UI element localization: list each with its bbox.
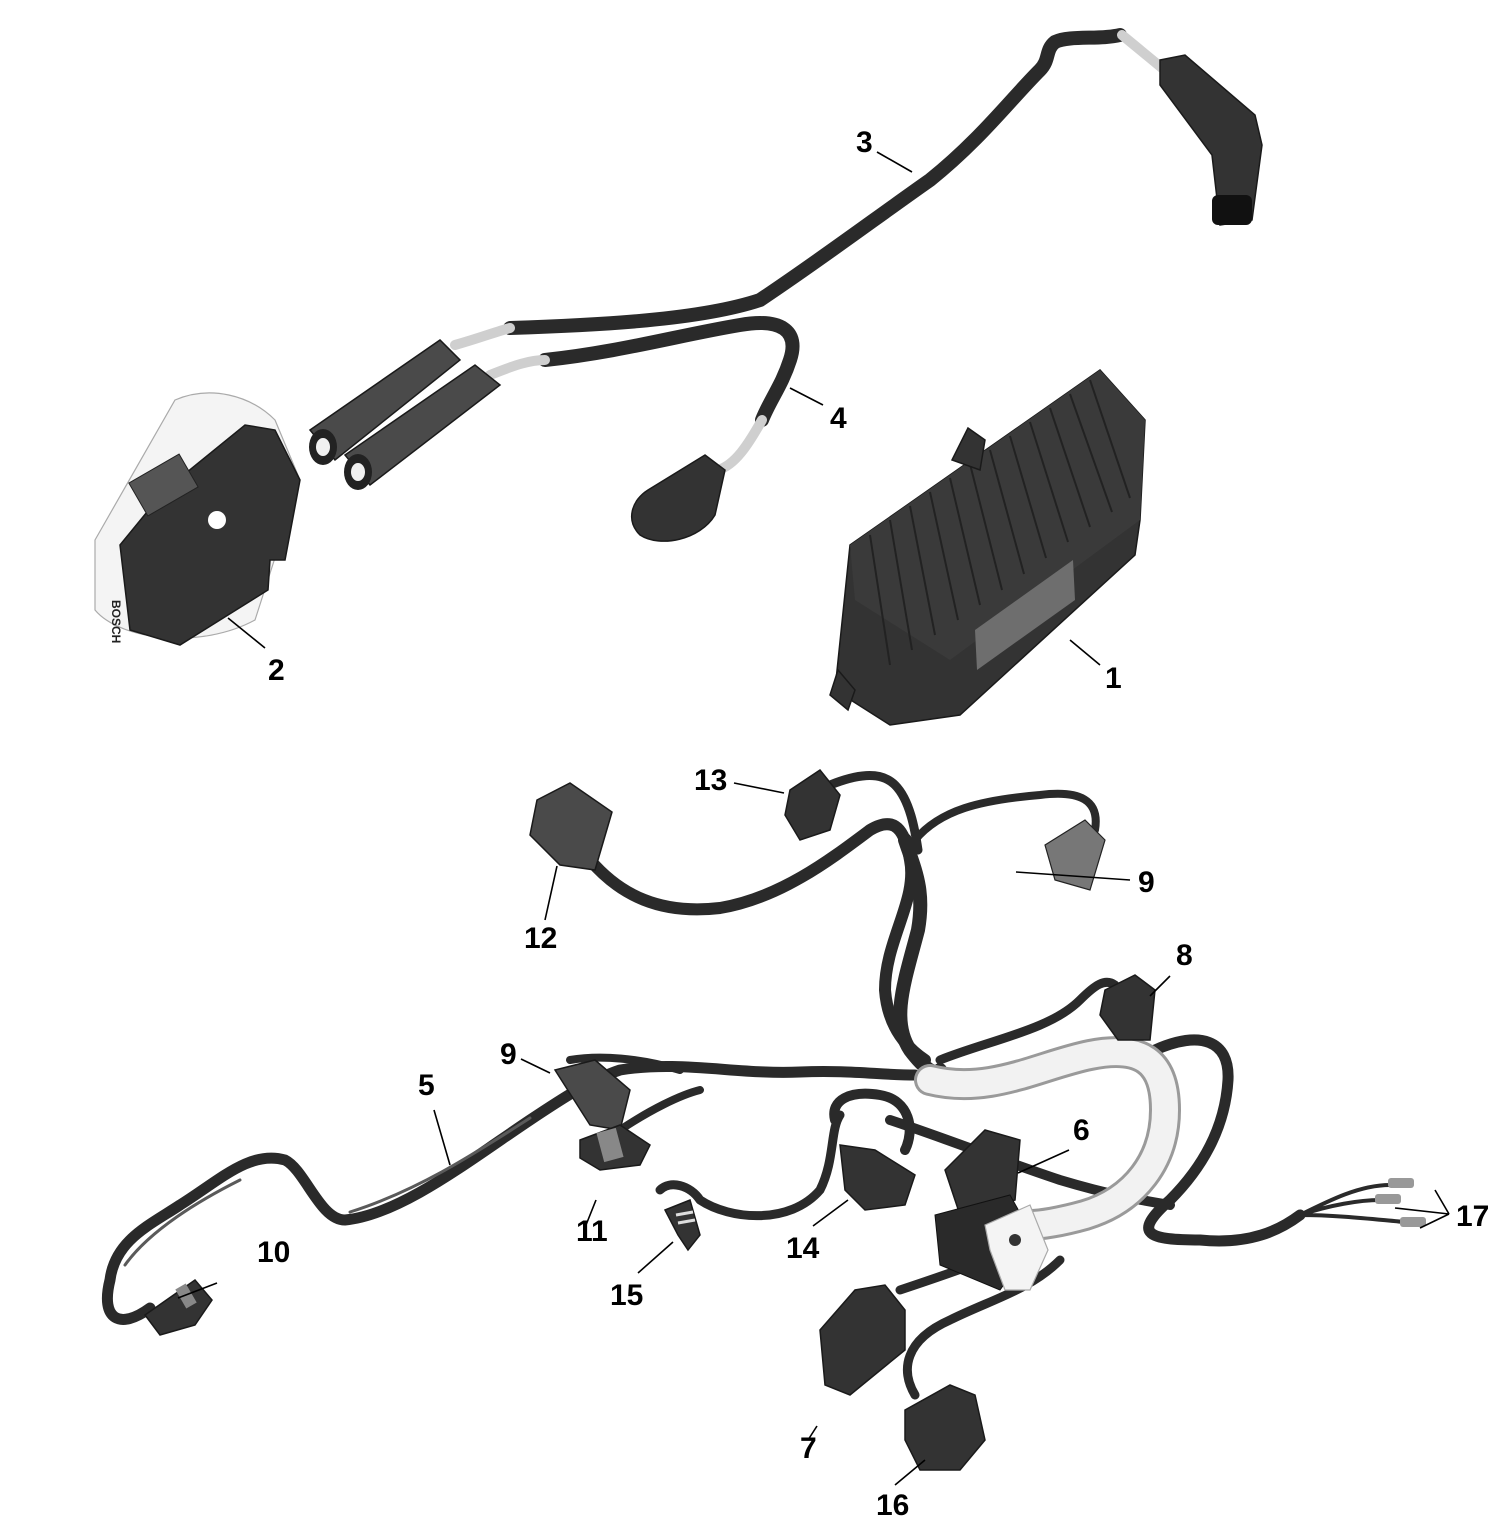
sensor-15 (663, 1198, 701, 1252)
connector-9-lower (553, 1059, 631, 1131)
spark-plug-boot-4 (630, 454, 726, 542)
connector-7 (819, 1284, 906, 1396)
harness-pigtails-17 (1298, 1183, 1407, 1224)
ecu-mount-tab-lower (829, 668, 856, 712)
harness-branch-9-lower (566, 1053, 684, 1074)
coil-connector-plug (128, 453, 199, 517)
callout-label-14: 14 (786, 1232, 820, 1265)
callout-label-2: 2 (268, 654, 285, 687)
callout-leader-17-2 (1419, 1213, 1450, 1229)
connector-16 (904, 1384, 986, 1471)
callout-leader-5 (433, 1109, 451, 1166)
callout-label-3: 3 (856, 126, 873, 159)
cable-3-white-sleeve (1117, 30, 1167, 73)
callout-leader-11 (583, 1199, 597, 1231)
callout-label-7: 7 (800, 1432, 817, 1465)
callout-label-15: 15 (610, 1279, 643, 1312)
harness-branch-15 (655, 1110, 845, 1221)
callout-leader-14 (812, 1199, 849, 1227)
callout-leader-12 (544, 865, 558, 921)
callout-leader-15 (637, 1241, 674, 1274)
coil-dark-cover (119, 424, 301, 646)
connector-14 (839, 1144, 916, 1211)
ecu-module (829, 369, 1146, 726)
callout-leader-10 (177, 1282, 218, 1299)
brand-marking: BOSCH (109, 600, 123, 643)
callout-leader-9a (1015, 871, 1131, 881)
callout-label-12: 12 (524, 922, 557, 955)
callout-leader-3 (876, 151, 913, 173)
callout-label-6: 6 (1073, 1114, 1090, 1147)
callout-leader-13 (733, 782, 785, 794)
callout-leader-9b (520, 1058, 551, 1074)
callout-label-1: 1 (1105, 662, 1122, 695)
harness-left-branch (101, 1061, 921, 1325)
connector-13 (784, 768, 841, 841)
callout-label-16: 16 (876, 1489, 909, 1522)
callout-label-9b: 9 (500, 1038, 517, 1071)
connector-6-pins (944, 1129, 1021, 1216)
harness-branch-8 (935, 977, 1120, 1065)
harness-branch-11 (616, 1086, 704, 1134)
sleeve-upper (450, 323, 515, 350)
callout-label-9a: 9 (1138, 866, 1155, 899)
harness-branch-13 (825, 771, 923, 855)
harness-branch-9-upper (911, 789, 1100, 844)
connector-8 (1099, 974, 1156, 1041)
protective-sleeve (917, 1039, 1178, 1238)
connector-12 (529, 782, 613, 871)
callout-leader-16 (894, 1459, 926, 1486)
callout-label-11: 11 (576, 1215, 608, 1248)
terminal-17a (1388, 1178, 1414, 1188)
spark-plug-boot-3 (1159, 54, 1263, 226)
callout-leader-1 (1069, 639, 1101, 666)
ecu-label-plate (975, 560, 1075, 670)
callout-leader-17-0 (1434, 1189, 1450, 1215)
callout-label-10: 10 (257, 1236, 290, 1269)
spark-plug-cables (450, 28, 1263, 542)
callout-leader-4 (789, 387, 824, 406)
callout-label-4: 4 (830, 402, 847, 435)
callout-label-13: 13 (694, 764, 727, 797)
callout-leader-17-1 (1394, 1207, 1450, 1215)
terminal-17b (1375, 1194, 1401, 1204)
connector-9-upper (1044, 819, 1106, 891)
callout-label-17: 17 (1456, 1200, 1489, 1233)
terminal-17c (1400, 1217, 1426, 1227)
callout-leader-8 (1149, 975, 1171, 997)
connectors (143, 768, 1426, 1471)
harness-upper-branch (584, 818, 931, 1066)
callout-label-5: 5 (418, 1069, 435, 1102)
ecu-mount-tab (950, 426, 986, 472)
ecu-cooling-fins (869, 379, 1131, 666)
cable-3 (503, 28, 1127, 335)
sleeve-lower (485, 355, 550, 380)
callout-leader-2 (227, 617, 266, 649)
ignition-coil: BOSCH (94, 392, 301, 646)
callout-leader-6 (1017, 1149, 1070, 1174)
callout-label-8: 8 (1176, 939, 1193, 972)
callout-leader-7 (807, 1425, 818, 1441)
connector-6-lever (984, 1204, 1049, 1291)
boot-3-tip (1212, 195, 1252, 225)
cable-4 (538, 316, 800, 427)
coil-mount-hole (208, 511, 226, 529)
main-wiring-harness (101, 771, 1407, 1400)
coil-tube-terminals (308, 339, 502, 490)
cable-4-white-sleeve (713, 415, 767, 475)
